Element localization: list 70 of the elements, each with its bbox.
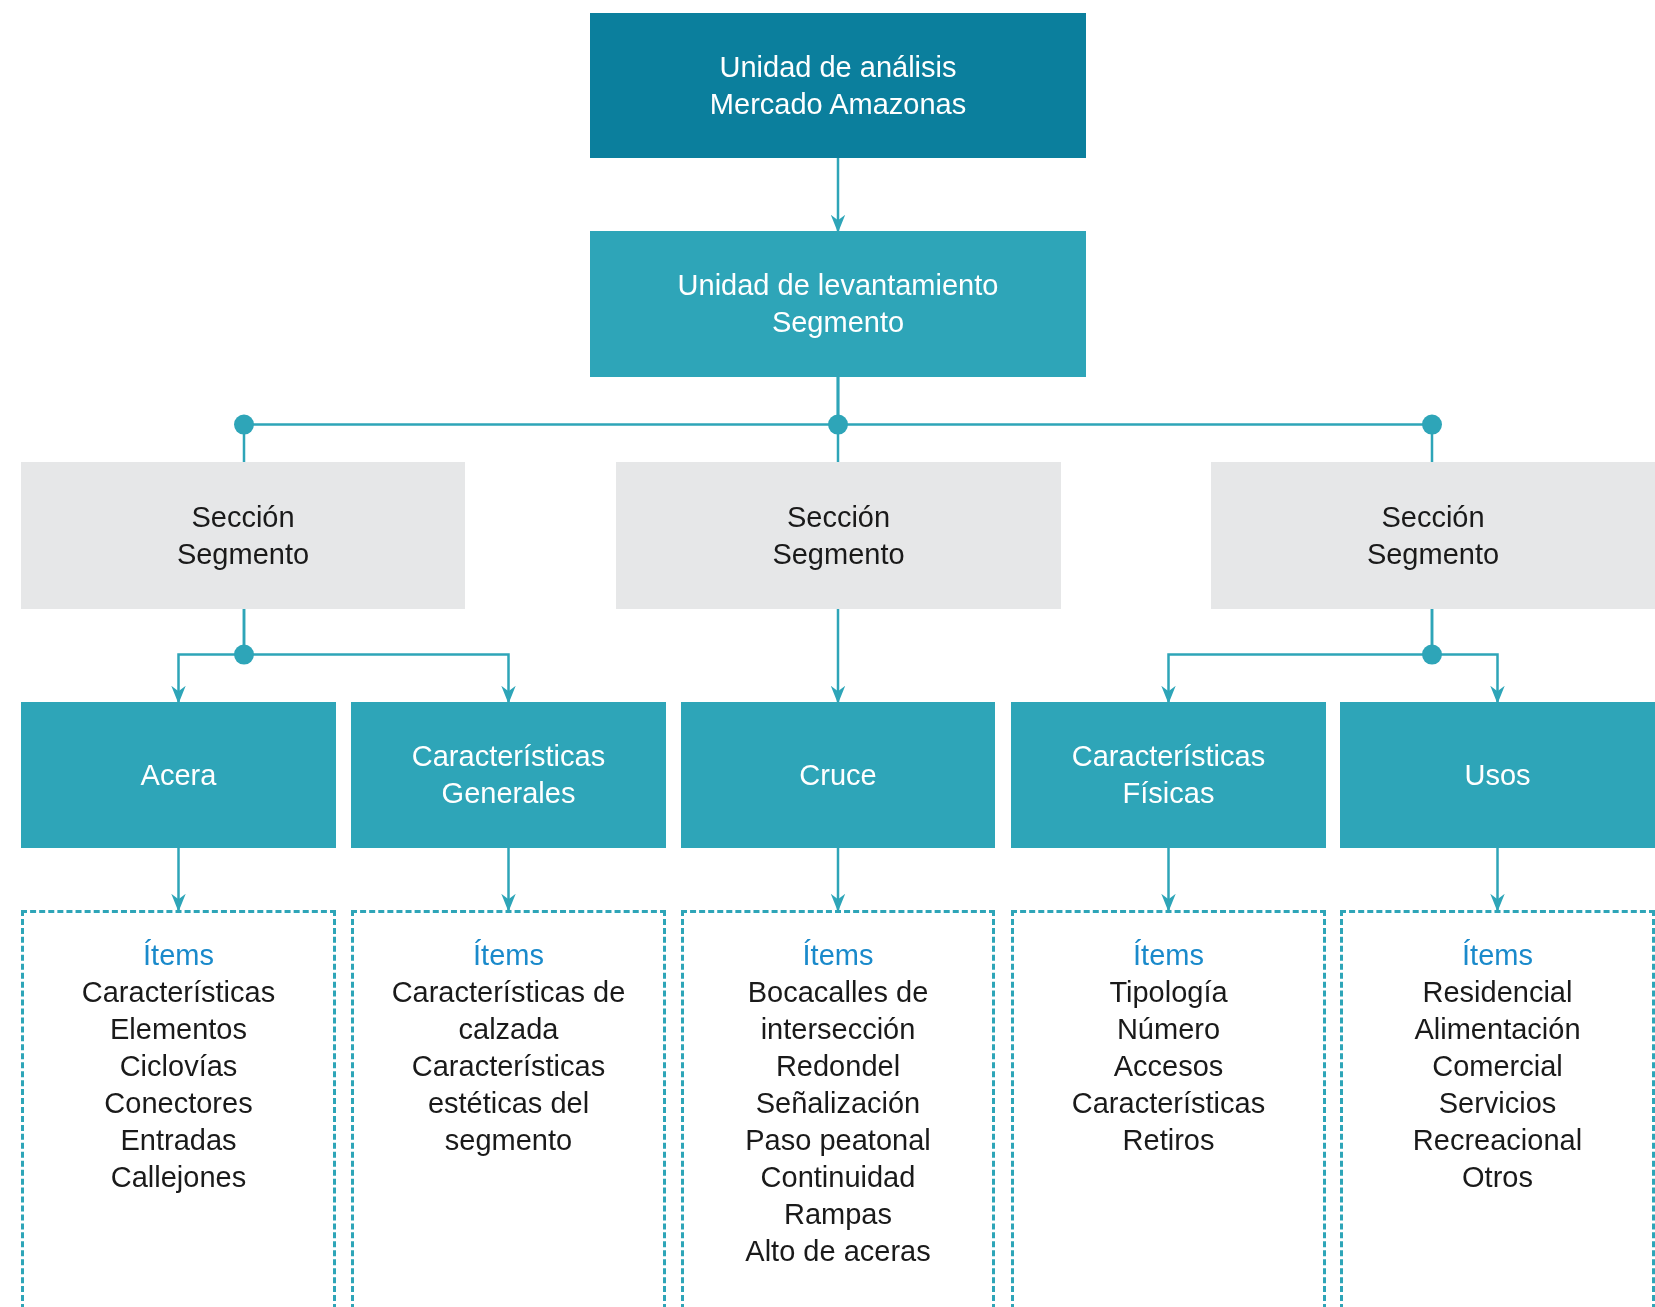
connector-arrow [830,609,846,704]
connector-arrow [1161,848,1176,912]
node-text: Redondel [775,1049,901,1084]
items-box [21,910,336,1307]
items-heading: Ítems [1462,938,1533,973]
category-box [1011,702,1326,848]
node-text: Sección [1381,499,1485,535]
items-box [351,910,666,1307]
section-box [21,462,465,609]
node-text: Características [1071,1086,1266,1121]
node-text: Segmento [772,536,905,572]
node-text: Tipología [1109,975,1228,1010]
node-text: Comercial [1432,1049,1563,1084]
items-heading: Ítems [802,938,874,973]
node-text: Mercado Amazonas [709,86,967,122]
node-text: Bocacalles de intersección [746,975,930,1047]
items-box [1011,910,1326,1307]
node-text: Características Físicas [1070,739,1267,811]
section-box [1211,462,1655,609]
node-text: Segmento [176,536,310,572]
connector-arrow [1490,848,1505,912]
category-box [1340,702,1655,848]
connector-arrow [1430,609,1505,704]
node-text: Señalización [755,1086,921,1121]
node-text: Sección [191,499,295,535]
category-box [351,702,666,848]
connector-arrow [830,848,846,912]
node-text: Características estéticas del segmento [410,1049,607,1158]
section-box [616,462,1061,609]
items-heading: Ítems [473,938,544,973]
node-text: Accesos [1113,1049,1224,1084]
node-text: Unidad de levantamiento [677,268,999,303]
node-text: Número [1116,1012,1221,1047]
node-text: Recreacional [1412,1123,1583,1158]
node-text: Unidad de análisis [719,49,957,85]
node-text: Residencial [1422,975,1573,1010]
node-text: Segmento [771,305,905,340]
items-box [1340,910,1655,1307]
items-heading: Ítems [1133,938,1204,973]
category-box [681,702,995,848]
node-text: Alimentación [1414,1012,1581,1047]
category-box [590,231,1086,377]
node-text: Elementos [110,1012,247,1047]
node-text: Segmento [1366,536,1500,572]
category-box [21,702,336,848]
node-text: Sección [786,499,891,535]
node-text: Paso peatonal [745,1123,931,1158]
node-text: Otros [1462,1160,1533,1195]
connector-arrow [830,158,846,233]
node-text: Entradas [120,1123,237,1158]
node-text: Continuidad [760,1160,916,1195]
node-text: Conectores [104,1086,253,1121]
items-heading: Ítems [143,938,214,973]
unit-box [590,13,1086,158]
node-text: Rampas [784,1197,892,1232]
node-text: Ciclovías [119,1049,238,1084]
node-text: Retiros [1122,1123,1215,1158]
node-text: Callejones [110,1160,247,1195]
node-text: Acera [140,757,217,793]
node-text: Usos [1464,757,1531,793]
node-text: Características Generales [410,739,607,811]
node-text: Cruce [799,757,877,793]
node-text: Servicios [1438,1086,1557,1121]
connector-arrow [501,848,516,912]
items-box [681,910,995,1307]
connector-arrow [242,609,516,704]
connector-arrow [171,848,186,912]
node-text: Características de calzada [390,975,627,1047]
node-text: Alto de aceras [745,1234,931,1269]
node-text: Características [81,975,276,1010]
